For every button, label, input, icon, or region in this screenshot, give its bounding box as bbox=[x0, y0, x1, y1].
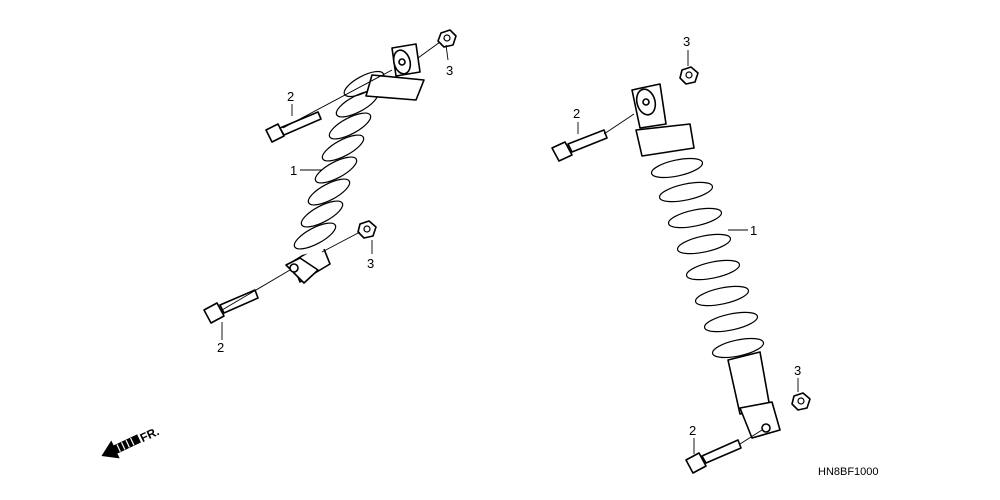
callout-left-upper-bolt: 2 bbox=[287, 89, 294, 104]
right-upper-nut bbox=[679, 66, 699, 85]
callout-left-lower-nut: 3 bbox=[367, 256, 374, 271]
diagram-code: HN8BF1000 bbox=[818, 466, 879, 478]
callout-right-lower-nut: 3 bbox=[794, 363, 801, 378]
callout-right-lower-bolt: 2 bbox=[689, 423, 696, 438]
right-upper-bolt bbox=[551, 129, 608, 162]
callout-right-upper-nut: 3 bbox=[683, 34, 690, 49]
callout-left-lower-bolt: 2 bbox=[217, 340, 224, 355]
callout-left-shock: 1 bbox=[290, 163, 297, 178]
left-upper-nut bbox=[437, 29, 457, 48]
callout-right-upper-bolt: 2 bbox=[573, 106, 580, 121]
left-lower-bolt bbox=[203, 289, 259, 324]
callout-right-shock: 1 bbox=[750, 223, 757, 238]
callout-left-upper-nut: 3 bbox=[446, 63, 453, 78]
right-lower-nut bbox=[791, 392, 811, 411]
front-marker-label: FR. bbox=[138, 424, 161, 445]
right-shock-absorber bbox=[631, 83, 781, 439]
left-spring bbox=[293, 70, 388, 255]
left-upper-bolt bbox=[265, 111, 322, 143]
left-shock-absorber bbox=[285, 43, 425, 284]
left-lower-nut bbox=[357, 220, 377, 239]
front-direction-arrow: FR. bbox=[101, 424, 161, 459]
right-spring bbox=[650, 157, 765, 359]
right-lower-bolt bbox=[685, 439, 742, 474]
